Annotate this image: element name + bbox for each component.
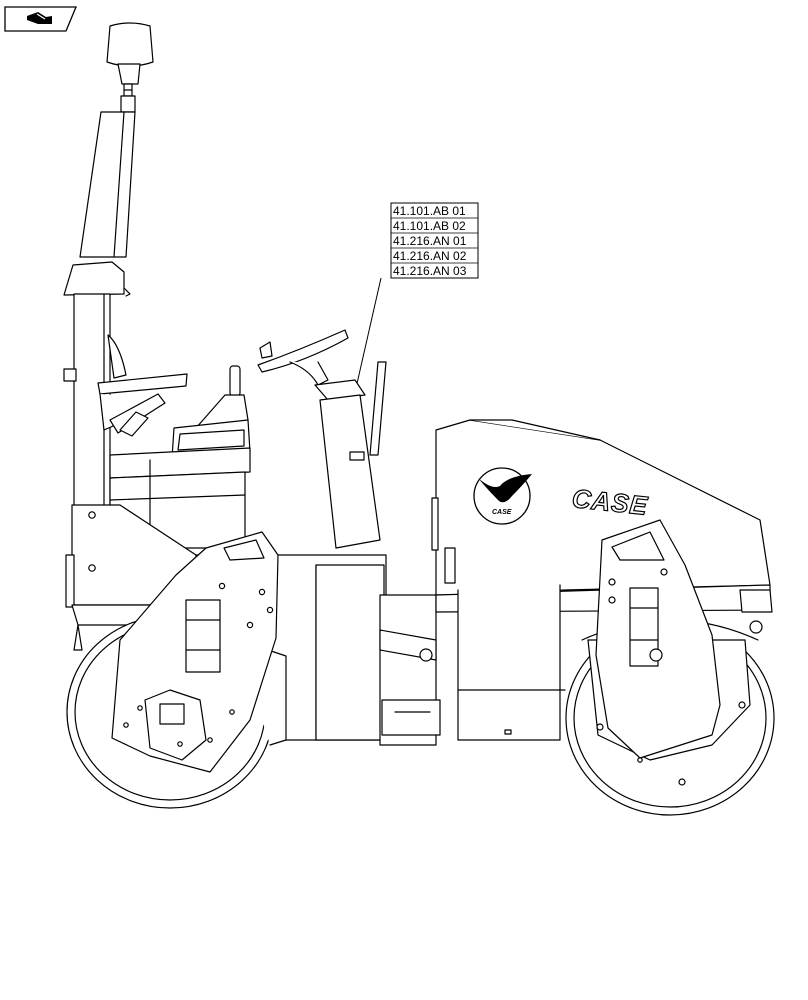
rear-side-plate — [111, 531, 279, 773]
callout-ref[interactable]: 41.216.AN 01 — [393, 234, 467, 248]
steering-wheel — [257, 329, 387, 549]
callout-ref[interactable]: 41.101.AB 02 — [393, 219, 466, 233]
next-page-icon[interactable] — [4, 6, 77, 32]
leader-line — [355, 277, 382, 389]
reference-callout-box: 41.101.AB 01 41.101.AB 02 41.216.AN 01 4… — [390, 202, 479, 279]
callout-ref[interactable]: 41.101.AB 01 — [393, 204, 466, 218]
rops-mast — [63, 111, 136, 513]
front-hood — [431, 419, 773, 741]
callout-ref[interactable]: 41.216.AN 02 — [393, 249, 467, 263]
beacon-light — [106, 22, 154, 113]
operator-seat — [97, 334, 188, 437]
compactor-illustration — [63, 22, 775, 816]
case-eagle-badge: CASE — [473, 467, 532, 525]
front-side-plate — [595, 519, 721, 759]
callout-ref[interactable]: 41.216.AN 03 — [393, 264, 467, 278]
badge-text: CASE — [492, 509, 512, 516]
